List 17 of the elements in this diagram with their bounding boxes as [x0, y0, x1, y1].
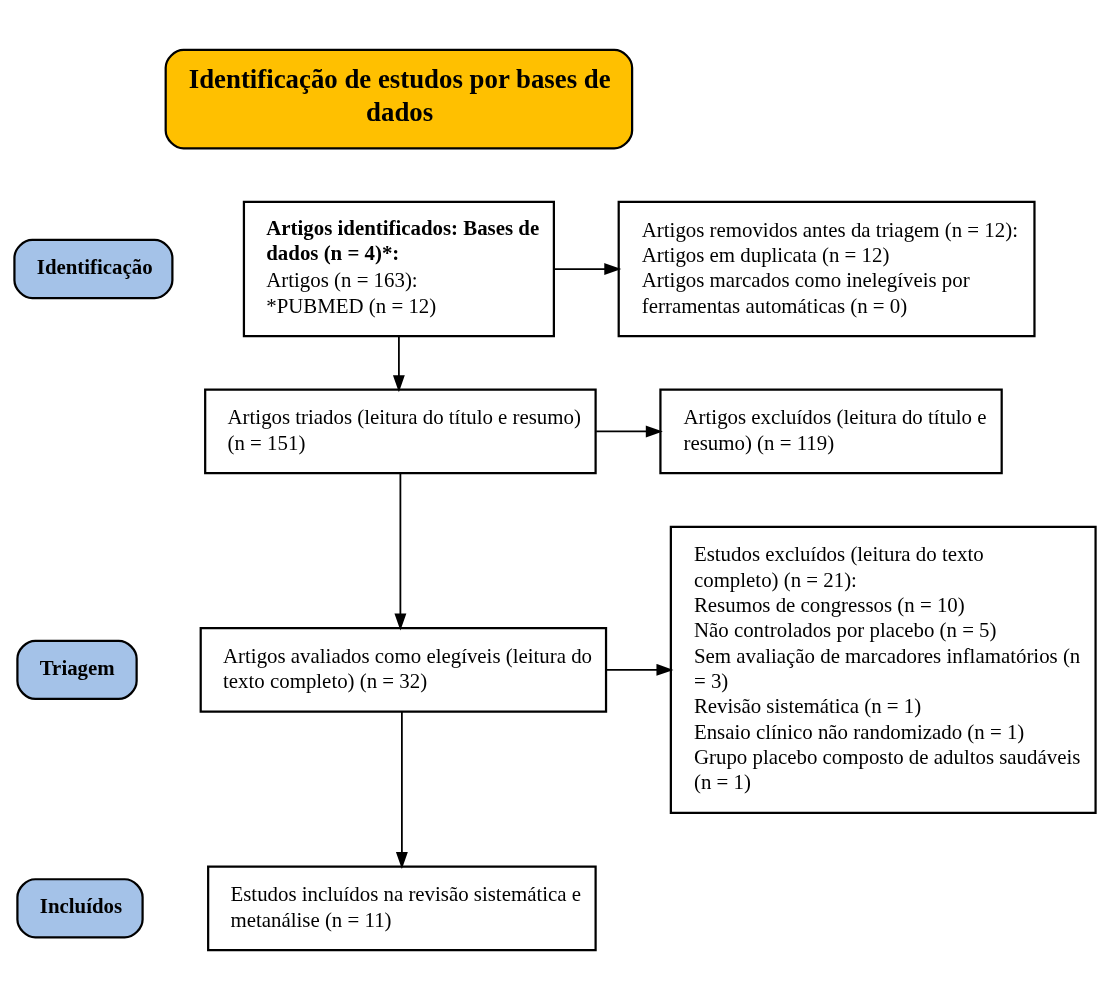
node-box: Artigos identificados: Bases de dados (n = 4)*: Artigos (n = 163): *PUBMED (n = 12) [242, 200, 555, 337]
arrow [595, 425, 663, 437]
node-box: Artigos avaliados como elegíveis (leitura do texto completo) (n = 32) [199, 626, 608, 713]
arrow [395, 710, 408, 869]
node-box: Estudos excluídos (leitura do texto completo) (n = 21): Resumos de congressos (n = 10) Não controlados por placebo (n = 5) Sem avaliação de marcadores inflamatórios (n = 3) Revisão sistemática (n = 1) Ensaio clínico não randomizado (n = 1) Grupo placebo composto de adultos saudáveis (n = 1) [669, 525, 1097, 814]
node-box: Artigos excluídos (leitura do título e resumo) (n = 119) [659, 388, 1003, 474]
node-box: Identificação de estudos por bases de dados [164, 48, 634, 149]
node-box: Incluídos [16, 877, 144, 938]
node-box: Estudos incluídos na revisão sistemática e metanálise (n = 11) [207, 864, 597, 951]
node-box: Artigos triados (leitura do título e resumo) (n = 151) [204, 388, 597, 474]
node-box: Artigos removidos antes da triagem (n = 12): Artigos em duplicata (n = 12) Artigos marcados como inelegíveis por ferramentas automáticas (n = 0) [617, 200, 1036, 337]
arrow [394, 472, 407, 631]
node-box: Triagem [16, 639, 138, 700]
node-box: Identificação [13, 238, 174, 299]
arrow [605, 663, 674, 676]
arrow [553, 262, 622, 275]
arrow [392, 335, 405, 392]
